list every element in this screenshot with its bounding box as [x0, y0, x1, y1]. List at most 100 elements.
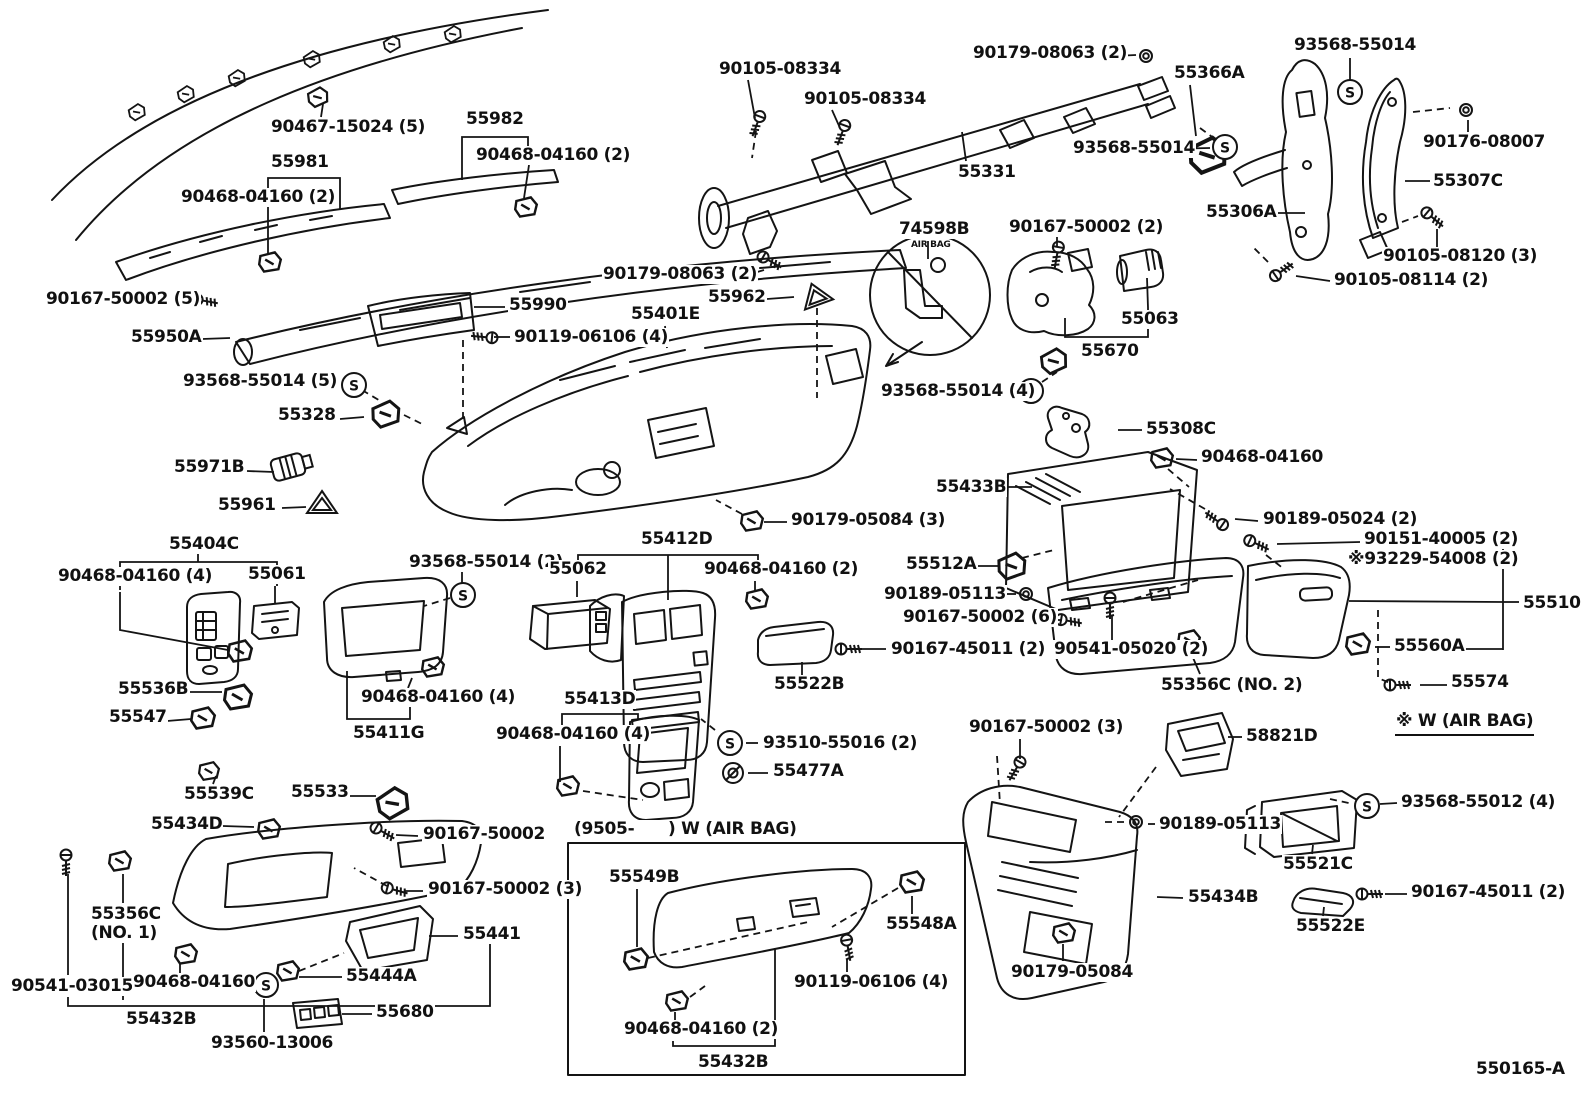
part-label: 93568-55014 (4): [880, 381, 1037, 402]
clip-icon: [739, 510, 765, 532]
part-label: 93560-13006: [210, 1033, 335, 1054]
leader-line-dashed: [298, 952, 345, 972]
part-label: 55331: [957, 162, 1017, 183]
leader-line-dashed: [700, 718, 716, 731]
part-label: 90468-04160 (2): [703, 559, 860, 580]
defroster-nozzle-strips: [115, 169, 907, 366]
clip-icon: [1149, 447, 1175, 469]
svg-text:S: S: [1345, 86, 1355, 102]
clip-icon: [1344, 632, 1372, 656]
instrument-panel: [422, 323, 872, 522]
leader-line-dashed: [751, 130, 757, 159]
glove-box-assembly: [1005, 451, 1351, 676]
part-label: 55522B: [773, 674, 846, 695]
leader-line-dashed: [1041, 371, 1058, 383]
leader-line: [672, 948, 776, 1047]
clip-icon: [107, 850, 133, 872]
part-label: 90468-04160 (4): [57, 566, 214, 587]
clip-icon: [898, 870, 926, 894]
screw-icon: [834, 642, 862, 656]
clip-icon: [222, 683, 254, 711]
part-label: 90176-08007: [1422, 132, 1547, 153]
clip-icon: [382, 34, 401, 54]
leader-line: [561, 713, 639, 726]
part-label: 90541-03015: [10, 976, 135, 997]
clip-icon: [1051, 922, 1077, 944]
windshield-outline: [51, 9, 549, 241]
leader-line: [267, 177, 341, 255]
part-label: 90105-08334: [718, 59, 843, 80]
clip-icon: [275, 960, 301, 982]
part-label: 90468-04160: [1200, 447, 1325, 468]
part-label: 93568-55014 (2): [408, 552, 565, 573]
part-label: 90105-08334: [803, 89, 928, 110]
svg-text:S: S: [1220, 141, 1230, 157]
part-label: 55307C: [1432, 171, 1504, 192]
part-label: 55062: [548, 559, 608, 580]
part-label: ※ W (AIR BAG): [1395, 711, 1535, 737]
part-label: 55401E: [630, 304, 701, 325]
part-label: 55510: [1522, 593, 1582, 614]
screw-icon: [1006, 755, 1027, 781]
part-label: 90189-05113: [1158, 814, 1283, 835]
part-label: 90468-04160 (2): [475, 145, 632, 166]
clip-icon: [306, 86, 329, 109]
part-label: 55413D: [563, 689, 637, 710]
leader-line-dashed: [1167, 468, 1190, 488]
part-label: 55328: [277, 405, 337, 426]
leader-line: [523, 164, 530, 199]
lower-left-panels: [172, 819, 483, 1029]
clip-icon: [443, 24, 462, 44]
nut-icon: [1139, 49, 1153, 63]
leader-line: [67, 930, 491, 1007]
clip-icon: [173, 943, 199, 965]
part-label: 90167-50002: [422, 824, 547, 845]
leader-line: [246, 470, 275, 473]
part-label: 90167-50002 (5): [45, 289, 202, 310]
leader-line: [961, 131, 967, 162]
leader-line: [320, 103, 324, 118]
leader-line-dashed: [647, 921, 809, 959]
clip-icon: [420, 656, 446, 678]
part-label: 55982: [465, 109, 525, 130]
leader-line-dashed: [1021, 549, 1055, 559]
part-label: 55477A: [772, 761, 845, 782]
part-label: 55961: [217, 495, 277, 516]
part-label: 55560A: [1393, 636, 1466, 657]
part-label: 90151-40005 (2): [1363, 529, 1520, 550]
part-label: 93568-55014: [1293, 35, 1418, 56]
leader-line: [1295, 275, 1331, 282]
part-label: 55971B: [173, 457, 246, 478]
screw-icon: [1243, 534, 1270, 553]
part-label: 55366A: [1173, 63, 1246, 84]
plug-icon: [269, 452, 314, 482]
leader-line: [1175, 458, 1198, 461]
part-label: 55063: [1120, 309, 1180, 330]
part-label: 55574: [1450, 672, 1510, 693]
leader-line-dashed: [423, 597, 451, 607]
screw-icon: [1051, 240, 1065, 268]
leader-line-dashed: [996, 755, 1001, 805]
screw-icon: [1054, 613, 1082, 627]
leader-line-dashed: [353, 867, 388, 887]
leader-line-dashed: [1412, 107, 1451, 113]
part-label: (9505- ) W (AIR BAG): [573, 819, 798, 840]
leader-line-dashed: [1122, 579, 1199, 603]
clip-icon: [257, 251, 283, 273]
clip-icon: [555, 775, 581, 797]
part-label: 90179-08063 (2): [972, 43, 1129, 64]
clip-icon: [997, 551, 1027, 581]
part-label: AIR BAG: [911, 240, 951, 250]
clip-icon: [622, 947, 650, 971]
side-mount-brackets: [1233, 59, 1407, 261]
clip-icon: [1039, 347, 1068, 376]
leader-line: [1379, 802, 1398, 805]
screw-icon: [369, 821, 395, 842]
leader-line: [1348, 600, 1504, 603]
leader-line-dashed: [1118, 766, 1157, 818]
part-label: 55533: [290, 782, 350, 803]
leader-line: [1322, 906, 1325, 917]
reinforcement-bar: [698, 76, 1176, 255]
